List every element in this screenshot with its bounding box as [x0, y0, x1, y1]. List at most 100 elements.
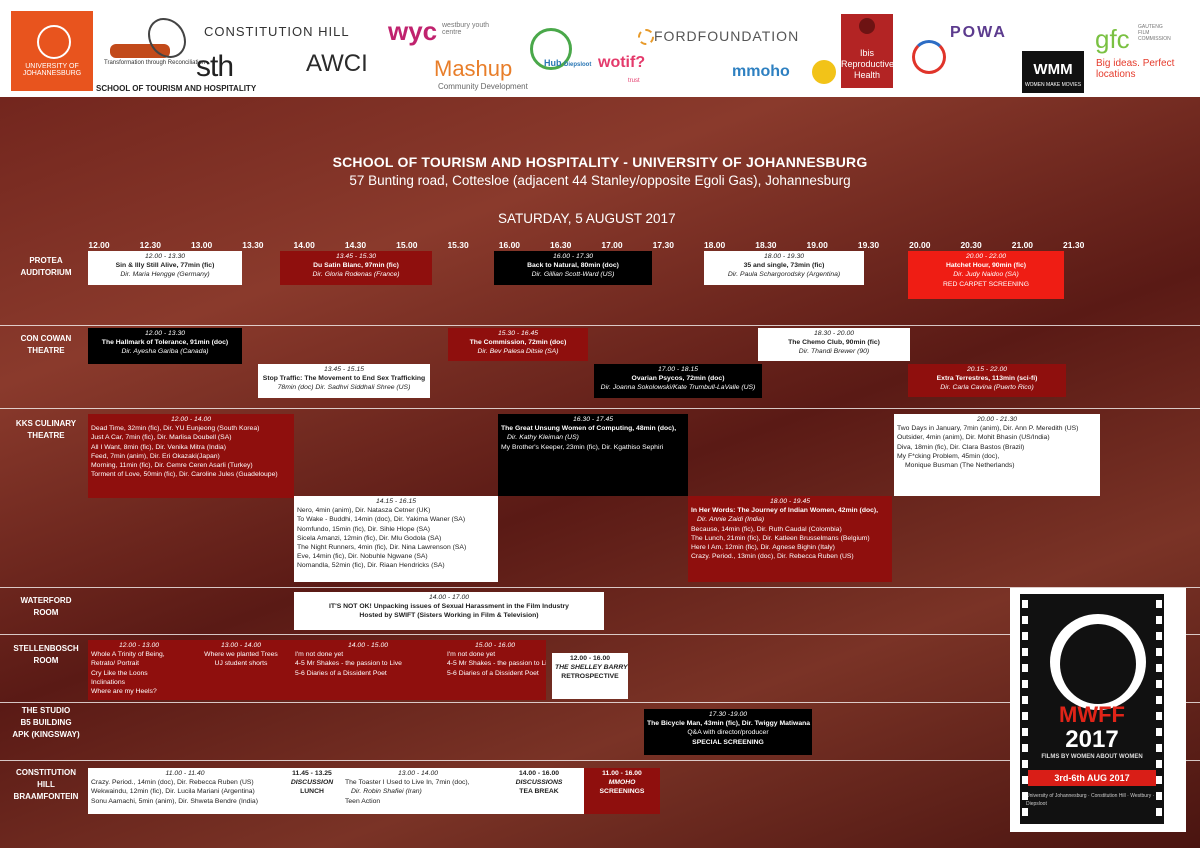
- time-tick-label: 14.30: [344, 240, 367, 250]
- wyc-logo-caption: westbury youth centre: [442, 22, 490, 36]
- mmoho-logo: mmoho: [732, 63, 790, 80]
- row-divider: [0, 408, 1200, 409]
- film-hole-icon: [1156, 632, 1162, 640]
- time-tick-label: 17.30: [652, 240, 674, 250]
- film-hole-icon: [1156, 792, 1162, 800]
- butterfly-icon: [148, 18, 186, 58]
- film-hole-icon: [1156, 664, 1162, 672]
- poster-year: 2017: [1065, 726, 1119, 753]
- mmoho-logo-icon: [812, 60, 836, 84]
- time-tick-label: 13.30: [242, 240, 264, 250]
- film-hole-icon: [1156, 696, 1162, 704]
- time-tick-label: 18.30: [755, 240, 777, 250]
- poster-filmstrip: MWFF 2017 FILMS BY WOMEN ABOUT WOMEN 3rd…: [1020, 594, 1164, 824]
- film-hole-icon: [1156, 600, 1162, 608]
- hub-logo-icon: [530, 28, 572, 70]
- film-hole-icon: [1022, 712, 1028, 720]
- ibis-bird-icon: [859, 18, 875, 34]
- time-tick-label: 19.00: [806, 240, 828, 250]
- time-tick-label: 20.00: [909, 240, 931, 250]
- venue-address: 57 Bunting road, Cottesloe (adjacent 44 …: [349, 173, 851, 188]
- film-hole-icon: [1156, 744, 1162, 752]
- time-tick-label: 19.30: [857, 240, 880, 250]
- row-divider: [0, 634, 1200, 635]
- film-hole-icon: [1022, 744, 1028, 752]
- film-hole-icon: [1022, 696, 1028, 704]
- film-hole-icon: [1022, 632, 1028, 640]
- poster-dates: 3rd-6th AUG 2017: [1028, 770, 1156, 786]
- powa-logo: POWA: [950, 24, 1007, 41]
- row-divider: [0, 325, 1200, 326]
- time-tick-label: 21.00: [1011, 240, 1034, 250]
- festival-poster: MWFF 2017 FILMS BY WOMEN ABOUT WOMEN 3rd…: [1010, 588, 1186, 832]
- film-hole-icon: [1022, 728, 1028, 736]
- uj-seal-icon: [37, 25, 71, 59]
- time-tick-label: 17.00: [601, 240, 623, 250]
- time-tick-label: 16.30: [550, 240, 572, 250]
- time-tick-label: 21.30: [1063, 240, 1085, 250]
- film-hole-icon: [1022, 648, 1028, 656]
- wotif-logo-caption: trust: [628, 78, 640, 84]
- hub-logo-text: Hub Diepsloot: [544, 58, 592, 68]
- constitution-hill-logo: CONSTITUTION HILL: [204, 24, 350, 39]
- gfc-logo: gfc: [1095, 24, 1130, 54]
- venue-title: SCHOOL OF TOURISM AND HOSPITALITY - UNIV…: [332, 154, 868, 170]
- poster-hair-icon: [1060, 624, 1136, 704]
- film-hole-icon: [1022, 760, 1028, 768]
- nfvf-logo-icon: [912, 40, 946, 74]
- film-hole-icon: [1156, 776, 1162, 784]
- awci-logo: AWCI: [306, 50, 368, 77]
- sth-logo-caption: SCHOOL OF TOURISM AND HOSPITALITY: [96, 84, 257, 93]
- film-hole-icon: [1156, 728, 1162, 736]
- film-hole-icon: [1022, 664, 1028, 672]
- film-hole-icon: [1156, 616, 1162, 624]
- time-tick-label: 13.00: [190, 240, 213, 250]
- row-divider: [0, 587, 1200, 588]
- film-hole-icon: [1022, 680, 1028, 688]
- sth-logo: sth: [196, 50, 234, 83]
- time-tick-label: 12.00: [88, 240, 110, 250]
- film-hole-icon: [1156, 680, 1162, 688]
- schedule-date: SATURDAY, 5 AUGUST 2017: [498, 211, 676, 226]
- wmm-logo: WMM: [1022, 51, 1084, 93]
- gfc-tagline: Big ideas. Perfect locations: [1096, 58, 1175, 80]
- film-hole-icon: [1022, 600, 1028, 608]
- time-tick-label: 15.00: [396, 240, 418, 250]
- mashup-logo: Mashup: [434, 56, 513, 81]
- film-hole-icon: [1156, 808, 1162, 816]
- ford-foundation-logo: FORDFOUNDATION: [654, 28, 800, 44]
